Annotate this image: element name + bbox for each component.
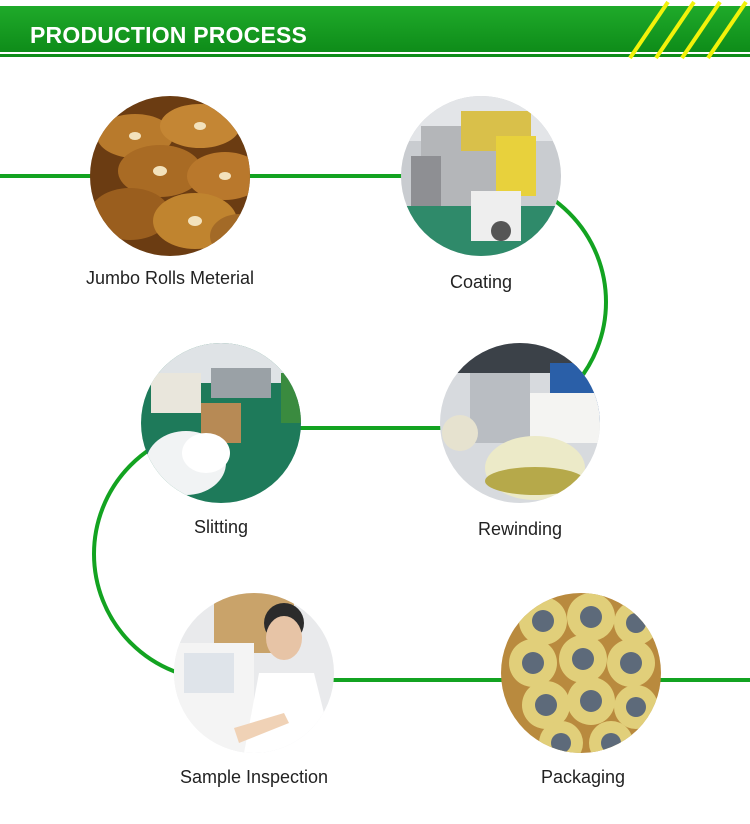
step-coating-image <box>401 96 561 256</box>
step-label-packaging: Packaging <box>540 767 626 787</box>
step-label-sample-inspection: Sample Inspection <box>179 767 329 787</box>
rewinding-machine-photo <box>440 343 600 503</box>
step-sample-inspection-image <box>174 593 334 753</box>
step-slitting-image <box>141 343 301 503</box>
inspection-lab-photo <box>174 593 334 753</box>
packaged-rolls-photo <box>501 593 661 753</box>
header-underline <box>0 54 750 57</box>
coating-machine-photo <box>401 96 561 256</box>
jumbo-rolls-photo <box>90 96 250 256</box>
step-label-slitting: Slitting <box>193 517 249 537</box>
step-packaging-image <box>501 593 661 753</box>
header-stripes <box>628 0 748 60</box>
step-label-coating: Coating <box>449 272 513 292</box>
page-title: PRODUCTION PROCESS <box>30 22 308 48</box>
header-bar: PRODUCTION PROCESS <box>0 6 750 52</box>
step-label-rewinding: Rewinding <box>477 519 563 539</box>
step-rewinding-image <box>440 343 600 503</box>
slitting-workshop-photo <box>141 343 301 503</box>
step-jumbo-rolls-image <box>90 96 250 256</box>
step-label-jumbo-rolls: Jumbo Rolls Meterial <box>85 268 255 288</box>
